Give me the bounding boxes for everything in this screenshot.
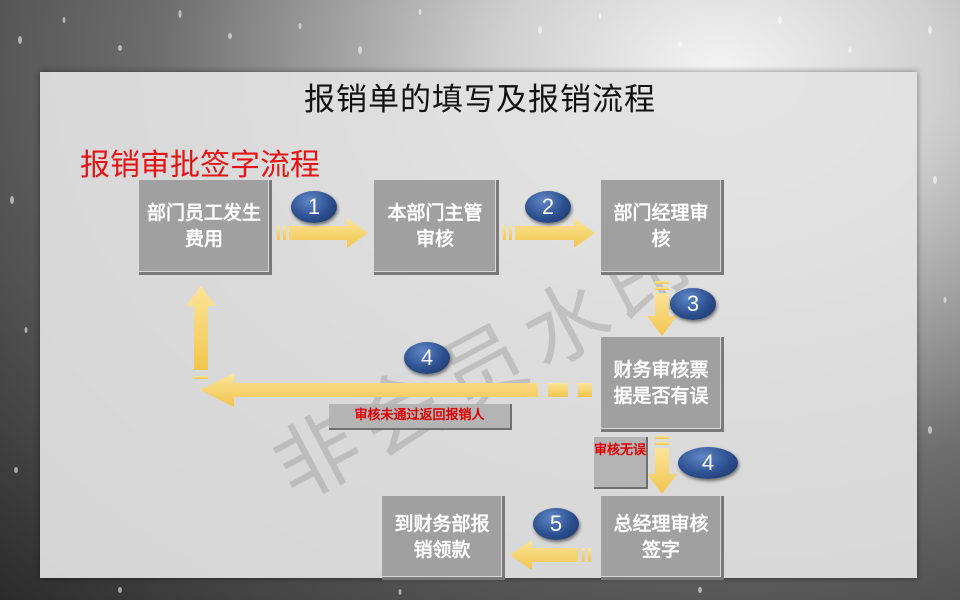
node-manager-review: 部门经理审核: [601, 180, 724, 275]
page-title: 报销单的填写及报销流程: [304, 82, 656, 118]
content-panel: [40, 72, 917, 578]
arrow-step-1: [277, 218, 368, 248]
step-badge-2: 2: [525, 191, 571, 223]
arrow-step-2: [503, 218, 595, 248]
step-badge-1: 1: [291, 191, 337, 223]
step-badge-4-ok: 4: [678, 447, 738, 479]
step-badge-5: 5: [533, 508, 579, 540]
step-badge-3: 3: [670, 288, 716, 320]
node-employee-expense: 部门员工发生费用: [139, 180, 272, 275]
arrow-step-3: [647, 281, 677, 336]
node-finance-claim: 到财务部报销领款: [382, 496, 505, 580]
arrow-step-4-ok: [647, 436, 677, 494]
arrow-step-4-reject: [186, 286, 592, 407]
arrow-step-5: [510, 540, 591, 570]
section-subtitle: 报销审批签字流程: [80, 148, 320, 183]
step-badge-4-reject: 4: [404, 342, 450, 374]
reject-return-label: 审核未通过返回报销人: [329, 404, 512, 430]
node-finance-check: 财务审核票据是否有误: [601, 337, 724, 432]
no-error-label: 审核无误: [594, 437, 648, 489]
node-gm-sign: 总经理审核签字: [601, 496, 724, 580]
node-supervisor-review: 本部门主管审核: [374, 180, 499, 275]
